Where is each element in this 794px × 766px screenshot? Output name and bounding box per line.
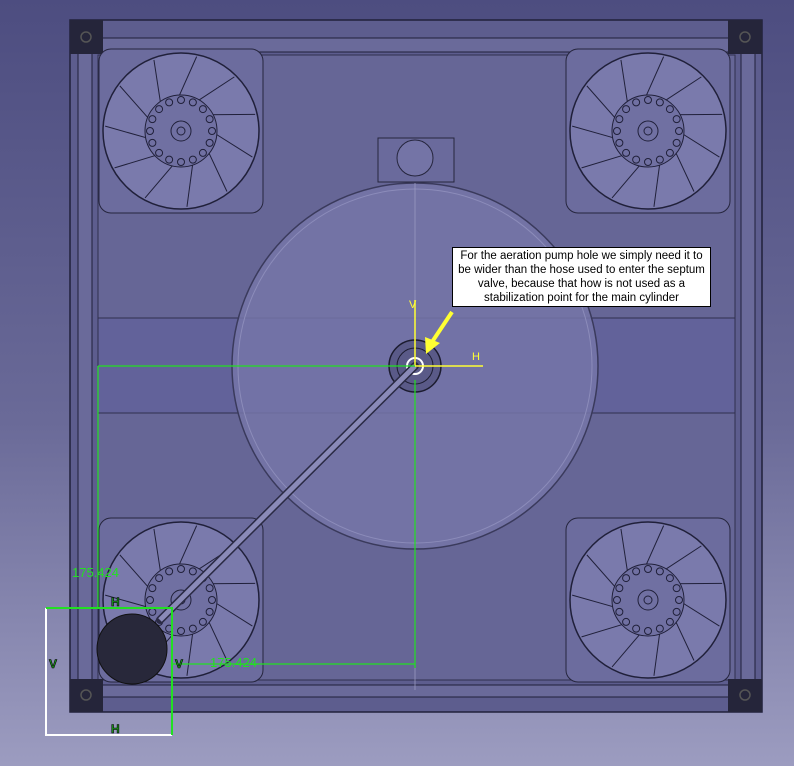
corner-axis-v-right: V — [175, 657, 183, 671]
corner-blocks — [70, 20, 762, 712]
frame-inner-left — [77, 51, 93, 686]
cooling-fan — [98, 48, 264, 214]
callout-note: For the aeration pump hole we simply nee… — [452, 247, 711, 307]
frame-inner-bottom — [97, 684, 736, 698]
center-axis-h-label: H — [472, 351, 480, 363]
dimension-lines — [97, 365, 416, 668]
vertical-dimension: 175.424 — [72, 565, 119, 580]
cooling-fan — [565, 48, 731, 214]
aeration-pump — [96, 613, 168, 685]
pump-motor — [396, 139, 434, 177]
center-axis-v-label: V — [409, 299, 417, 311]
cooling-fan — [565, 517, 731, 683]
horizontal-dimension: 175.424 — [210, 655, 257, 670]
corner-axis-h-top: H — [111, 595, 120, 609]
corner-axis-h-bottom: H — [111, 722, 120, 736]
callout-arrow — [430, 310, 454, 344]
corner-axis-v-left: V — [49, 657, 57, 671]
frame-inner-right — [740, 51, 756, 686]
